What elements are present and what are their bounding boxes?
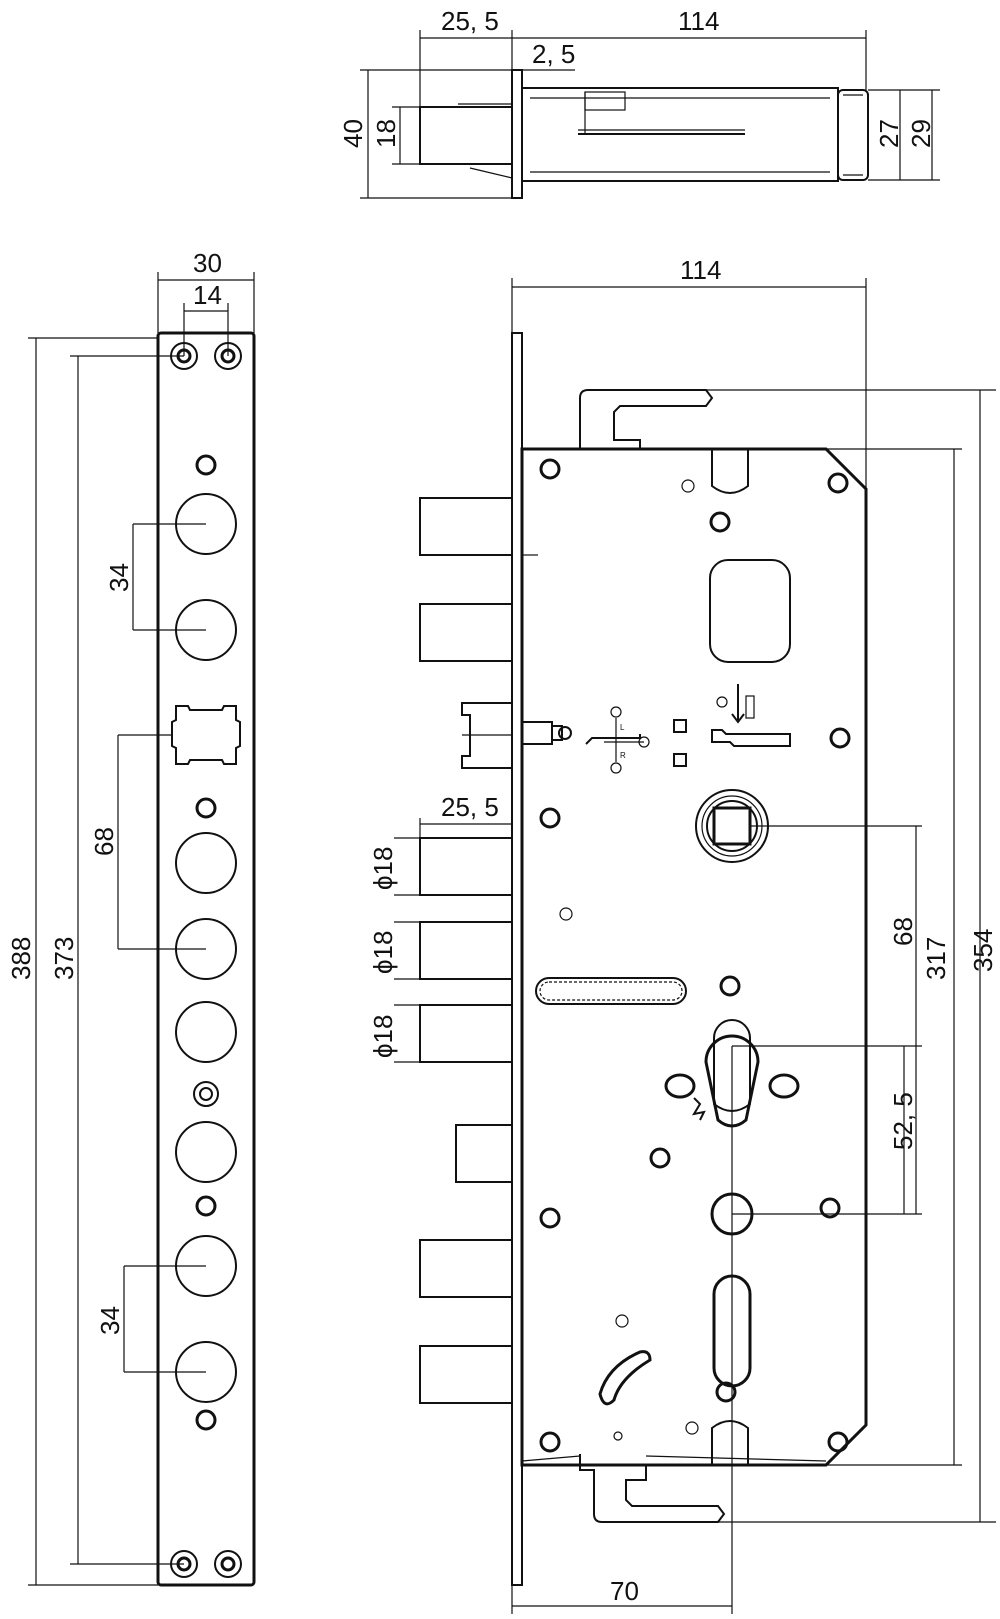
rod-slot [711,449,749,494]
dim-side-rod-span: 354 [968,929,998,972]
case-slot [535,977,687,1005]
curved-slot [598,1350,652,1406]
cylinder-side-hole [664,1073,696,1099]
case-rivet [827,1431,849,1453]
dim-side-bolt-diameter-1: ϕ18 [368,847,398,890]
case-rivet [539,1207,561,1229]
faceplate-strip [156,331,256,1587]
side-view: L R [368,255,998,1614]
case-rivet [539,458,561,480]
deadlock-switch [711,684,791,747]
deadbolt [419,497,513,556]
faceplate-pin-hole [195,454,217,476]
dim-top-case-inner: 27 [874,119,904,148]
dim-faceplate-screw-spacing: 14 [193,280,222,310]
faceplate-view: 30 14 34 68 34 388 373 [6,248,256,1587]
deadbolt [419,1345,513,1404]
dim-side-bolt-diameter-2: ϕ18 [368,931,398,974]
faceplate-pin-hole [195,797,217,819]
case-rivet [539,1431,561,1453]
handing-right-mark: R [620,751,626,760]
case-rivet [709,511,731,533]
handing-switch: L R [585,706,687,774]
latch-opening [171,705,241,765]
bolt-hole [175,832,237,894]
bottom-rod [579,1454,726,1523]
deadbolt [419,837,513,896]
case-rivet [719,975,741,997]
case-rivet [715,1381,737,1403]
top-end-cap [837,89,869,181]
bolt-hole [175,1001,237,1063]
dim-top-overall-height: 40 [338,119,368,148]
top-faceplate [511,69,523,199]
dim-top-bolt-height: 18 [371,119,401,148]
dim-side-bolt-diameter-3: ϕ18 [368,1015,398,1058]
dim-faceplate-bolt-spacing-upper: 34 [104,563,134,592]
case-rivet [819,1197,841,1219]
lock-case [520,447,868,1467]
top-view: 25, 5 114 2, 5 40 18 27 29 [338,6,940,199]
case-rivet [829,727,851,749]
dim-top-bolt-projection: 25, 5 [441,6,499,36]
deadbolt [419,603,513,662]
latch-bolt [461,702,572,769]
deadbolt [419,1004,513,1063]
dim-side-cylinder-offset: 52, 5 [888,1092,918,1150]
dim-side-case-height: 317 [921,937,951,980]
dim-side-backset: 70 [610,1576,639,1606]
deadbolt [419,921,513,980]
rod-slot [711,1420,749,1465]
dim-top-faceplate-thickness: 2, 5 [532,39,575,69]
dim-faceplate-latch-to-bolt: 68 [89,827,119,856]
deadbolt [419,1239,513,1298]
handing-left-mark: L [620,723,625,732]
dim-faceplate-width: 30 [193,248,222,278]
dim-side-bolt-projection: 25, 5 [441,792,499,822]
cylinder-cutout [713,1019,751,1112]
faceplate-pin-hole [195,1195,217,1217]
top-bolt [419,106,513,165]
deadbolt [455,1124,513,1183]
dim-side-spindle-to-cylinder: 68 [888,917,918,946]
faceplate-pin-hole [195,1409,217,1431]
dim-top-case-outer: 29 [906,119,936,148]
top-rod [579,389,714,449]
case-rivet [827,472,849,494]
dim-faceplate-bolt-spacing-lower: 34 [95,1306,125,1335]
screw-hole-icon [170,1550,242,1578]
case-rivet [649,1147,671,1169]
cylinder-side-hole [768,1073,800,1099]
dim-faceplate-screw-pitch: 373 [49,937,79,980]
dim-side-body-depth: 114 [680,255,721,285]
faceplate-ring-hole [193,1081,219,1107]
dim-top-body-depth: 114 [678,6,719,36]
case-rivet [539,807,561,829]
dim-faceplate-overall-length: 388 [6,937,36,980]
case-window [709,559,791,663]
bolt-hole [175,1121,237,1183]
